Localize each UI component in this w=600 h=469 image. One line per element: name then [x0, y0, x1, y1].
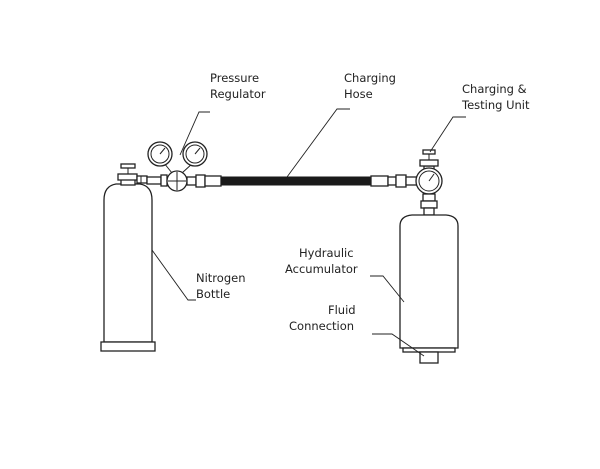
svg-text:Charging &: Charging & — [462, 82, 527, 96]
hydraulic-accumulator — [399, 214, 459, 364]
svg-text:Pressure: Pressure — [210, 71, 259, 85]
label-hydraulic-accumulator: Hydraulic Accumulator — [285, 246, 358, 276]
leader-lines — [151, 108, 466, 357]
pressure-regulator — [146, 141, 222, 192]
leader-charging-testing-unit — [429, 116, 466, 153]
svg-text:Connection: Connection — [289, 319, 354, 333]
leader-charging-hose — [286, 108, 350, 178]
svg-text:Regulator: Regulator — [210, 87, 266, 101]
label-nitrogen-bottle: Nitrogen Bottle — [196, 271, 245, 301]
svg-text:Accumulator: Accumulator — [285, 262, 358, 276]
leader-hydraulic-accumulator — [370, 275, 405, 303]
leader-nitrogen-bottle — [151, 249, 196, 301]
nitrogen-bottle — [100, 163, 156, 352]
testing-unit-gauge — [415, 167, 443, 195]
svg-text:Hose: Hose — [344, 87, 373, 101]
fluid-connection-port — [419, 351, 439, 364]
charging-testing-unit — [405, 149, 443, 216]
leader-fluid-connection — [372, 333, 425, 357]
svg-text:Bottle: Bottle — [196, 287, 230, 301]
charging-hose — [220, 174, 407, 188]
svg-text:Hydraulic: Hydraulic — [299, 246, 354, 260]
label-charging-testing-unit: Charging & Testing Unit — [461, 82, 530, 112]
regulator-gauge-right — [182, 141, 208, 167]
label-charging-hose: Charging Hose — [344, 71, 396, 101]
svg-text:Testing Unit: Testing Unit — [461, 98, 530, 112]
label-fluid-connection: Fluid Connection — [289, 303, 356, 333]
svg-text:Charging: Charging — [344, 71, 396, 85]
svg-text:Fluid: Fluid — [328, 303, 356, 317]
label-pressure-regulator: Pressure Regulator — [210, 71, 266, 101]
regulator-gauge-left — [147, 141, 173, 167]
leader-pressure-regulator — [179, 111, 210, 156]
svg-text:Nitrogen: Nitrogen — [196, 271, 245, 285]
